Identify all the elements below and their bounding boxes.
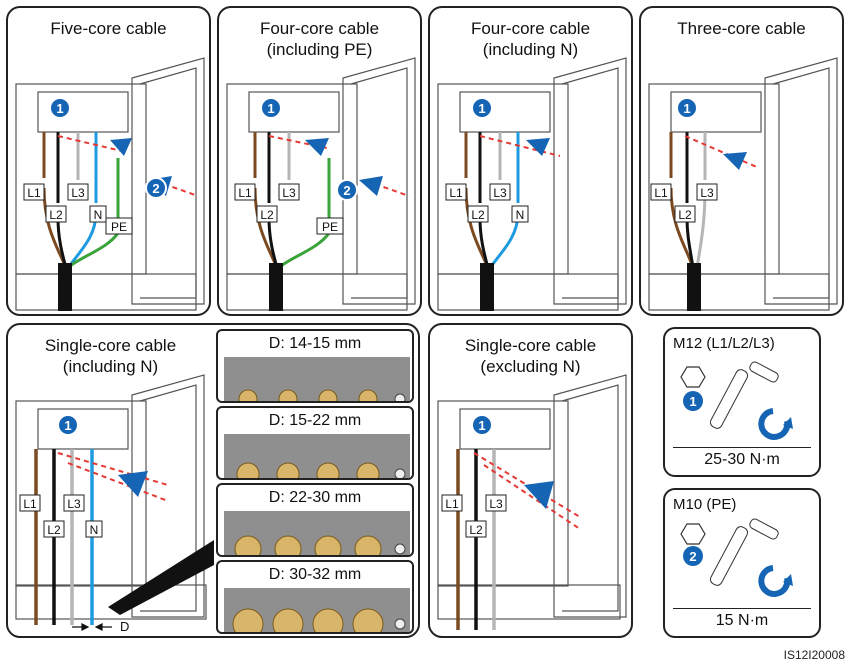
svg-text:L1: L1 bbox=[449, 186, 463, 200]
panel-four-core-n: Four-core cable (including N) 1 L1 L2 bbox=[428, 6, 633, 316]
single-core-no-n-wiring-figure: 1 L1 L2 L3 bbox=[437, 374, 627, 630]
svg-text:L1: L1 bbox=[27, 186, 41, 200]
four-core-n-wiring-figure: 1 L1 L2 L3 N bbox=[437, 57, 627, 311]
gland-row: D: 30-32 mm bbox=[216, 560, 414, 634]
gland-strip-illustration bbox=[224, 357, 410, 401]
svg-text:PE: PE bbox=[322, 220, 338, 234]
svg-text:L3: L3 bbox=[493, 186, 507, 200]
svg-text:D: D bbox=[120, 619, 129, 634]
svg-text:1: 1 bbox=[56, 101, 63, 116]
svg-text:1: 1 bbox=[689, 394, 696, 409]
svg-text:L2: L2 bbox=[678, 208, 692, 222]
tool-box-m12: M12 (L1/L2/L3) 1 25-30 N·m bbox=[663, 327, 821, 477]
svg-text:L1: L1 bbox=[445, 497, 459, 511]
svg-text:1: 1 bbox=[267, 101, 274, 116]
five-core-wiring-figure: 1 2 L1 L2 L3 N PE bbox=[15, 57, 205, 311]
torque-wrench-illustration: 1 bbox=[680, 361, 793, 440]
svg-text:L3: L3 bbox=[67, 497, 81, 511]
panel-title: Four-core cable (including N) bbox=[470, 19, 591, 59]
gland-row: D: 22-30 mm bbox=[216, 483, 414, 557]
svg-text:2: 2 bbox=[152, 181, 159, 196]
hex-nut-icon bbox=[680, 366, 706, 388]
gland-row: D: 15-22 mm bbox=[216, 406, 414, 480]
torque-value: 15 N·m bbox=[715, 612, 769, 629]
svg-text:L1: L1 bbox=[654, 186, 668, 200]
svg-text:L1: L1 bbox=[238, 186, 252, 200]
svg-text:L2: L2 bbox=[469, 523, 483, 537]
torque-value: 25-30 N·m bbox=[704, 451, 780, 468]
svg-text:PE: PE bbox=[111, 220, 127, 234]
svg-text:N: N bbox=[90, 523, 99, 537]
svg-text:L3: L3 bbox=[282, 186, 296, 200]
panel-title: Single-core cable (including N) bbox=[44, 336, 177, 376]
gland-strip-illustration bbox=[224, 511, 410, 555]
svg-text:1: 1 bbox=[478, 101, 485, 116]
svg-text:1: 1 bbox=[64, 418, 71, 433]
four-core-pe-wiring-figure: 1 2 L1 L2 L3 PE bbox=[226, 57, 416, 311]
hex-nut-icon bbox=[680, 523, 706, 545]
gland-row: D: 14-15 mm bbox=[216, 329, 414, 403]
panel-three-core: Three-core cable 1 L1 L2 L3 bbox=[639, 6, 844, 316]
svg-text:L3: L3 bbox=[700, 186, 714, 200]
tool-divider bbox=[673, 447, 811, 448]
svg-text:L2: L2 bbox=[49, 208, 63, 222]
svg-text:N: N bbox=[94, 208, 103, 222]
svg-text:N: N bbox=[516, 208, 525, 222]
tool-title: M12 (L1/L2/L3) bbox=[673, 335, 775, 352]
svg-text:L1: L1 bbox=[23, 497, 37, 511]
svg-text:L3: L3 bbox=[71, 186, 85, 200]
svg-text:2: 2 bbox=[689, 549, 696, 564]
svg-text:1: 1 bbox=[478, 418, 485, 433]
panel-single-core-n: Single-core cable (including N) 1 L1 L2 … bbox=[6, 323, 420, 638]
svg-text:L2: L2 bbox=[47, 523, 61, 537]
svg-text:L2: L2 bbox=[471, 208, 485, 222]
figure-code: IS12I20008 bbox=[783, 648, 845, 662]
gland-strip-illustration bbox=[224, 434, 410, 478]
panel-four-core-pe: Four-core cable (including PE) 1 2 bbox=[217, 6, 422, 316]
svg-text:2: 2 bbox=[343, 183, 350, 198]
svg-text:L3: L3 bbox=[489, 497, 503, 511]
panel-title: Four-core cable (including PE) bbox=[259, 19, 380, 59]
three-core-wiring-figure: 1 L1 L2 L3 bbox=[648, 57, 838, 311]
torque-wrench-illustration: 2 bbox=[680, 518, 793, 597]
tool-divider bbox=[673, 608, 811, 609]
tool-title: M10 (PE) bbox=[673, 496, 737, 513]
panel-title: Single-core cable (excluding N) bbox=[464, 336, 597, 376]
panel-five-core: Five-core cable 1 2 bbox=[6, 6, 211, 316]
svg-text:1: 1 bbox=[683, 101, 690, 116]
panel-title: Three-core cable bbox=[677, 19, 806, 38]
panel-single-core-no-n: Single-core cable (excluding N) 1 L1 L2 … bbox=[428, 323, 633, 638]
gland-strip-illustration bbox=[224, 588, 410, 632]
single-core-n-wiring-figure: 1 L1 L2 L3 N D bbox=[15, 374, 214, 634]
gland-size-table: D: 14-15 mm D: 15-22 mm D: 22-30 mm bbox=[216, 329, 414, 634]
svg-text:L2: L2 bbox=[260, 208, 274, 222]
tool-box-m10: M10 (PE) 2 15 N·m bbox=[663, 488, 821, 638]
panel-title: Five-core cable bbox=[50, 19, 167, 38]
